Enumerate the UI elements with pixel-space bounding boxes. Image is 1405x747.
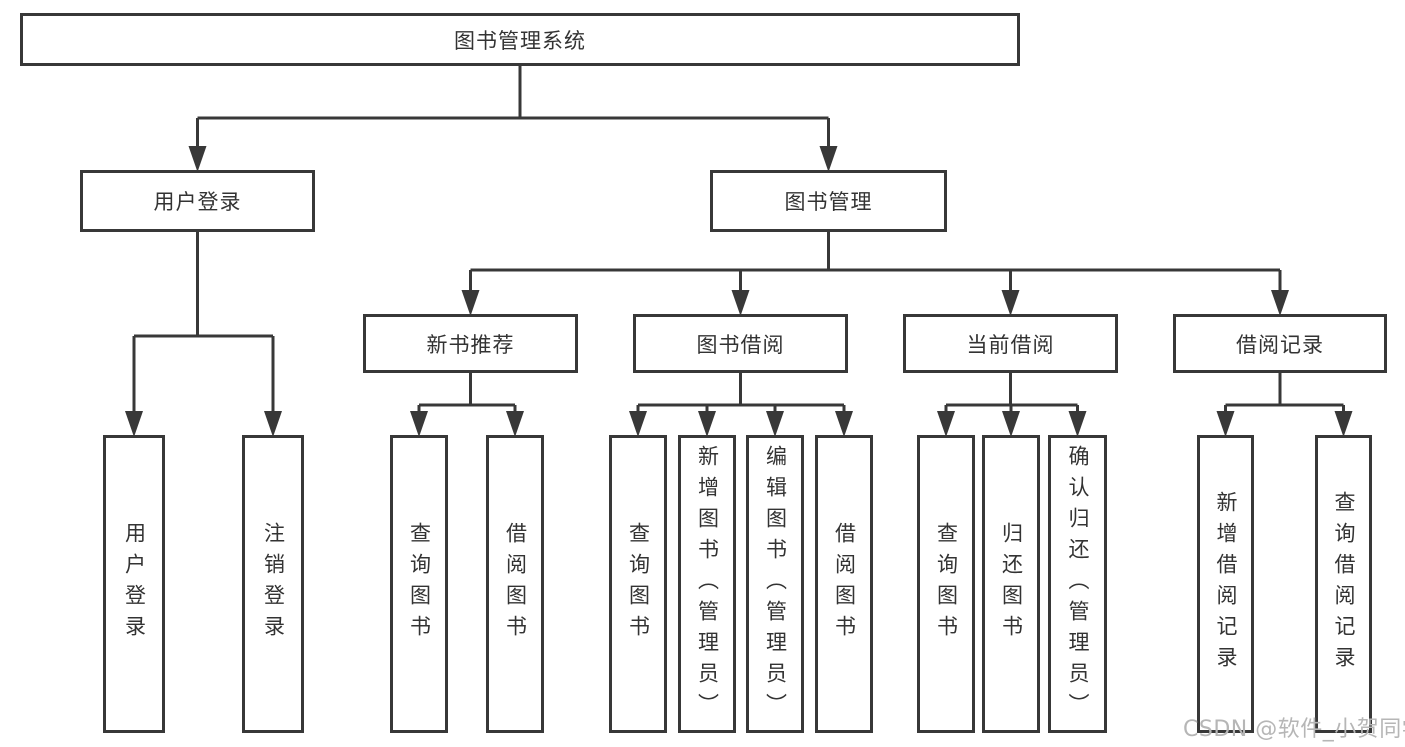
- node-book-management-label: 图书管理: [784, 190, 873, 214]
- leaf-user-login-label: 用户登录: [122, 522, 147, 646]
- leaf-borrow-books-recommend-label: 借阅图书: [503, 522, 528, 646]
- leaf-query-borrow-record-label: 查询借阅记录: [1332, 491, 1356, 677]
- leaf-logout: 注销登录: [242, 435, 304, 733]
- node-root-label: 图书管理系统: [454, 28, 586, 53]
- leaf-query-books-borrow-label: 查询图书: [626, 522, 651, 646]
- leaf-add-book-admin: 新增图书（管理员）: [678, 435, 736, 733]
- watermark: CSDN @软件_小贺同学: [1183, 717, 1405, 742]
- leaf-query-books-recommend: 查询图书: [390, 435, 448, 733]
- leaf-borrow-books-borrow: 借阅图书: [815, 435, 873, 733]
- node-new-book-recommend: 新书推荐: [363, 314, 578, 373]
- leaf-query-books-current-label: 查询图书: [934, 522, 959, 646]
- leaf-add-book-admin-label: 新增图书（管理员）: [695, 444, 720, 724]
- node-book-borrow-label: 图书借阅: [696, 332, 785, 357]
- leaf-query-borrow-record: 查询借阅记录: [1315, 435, 1372, 733]
- leaf-logout-label: 注销登录: [261, 522, 286, 646]
- leaf-add-borrow-record-label: 新增借阅记录: [1214, 491, 1238, 677]
- leaf-add-borrow-record: 新增借阅记录: [1197, 435, 1254, 733]
- leaf-edit-book-admin: 编辑图书（管理员）: [746, 435, 804, 733]
- leaf-confirm-return-admin: 确认归还（管理员）: [1048, 435, 1107, 733]
- node-current-borrow-label: 当前借阅: [966, 332, 1055, 357]
- leaf-user-login: 用户登录: [103, 435, 165, 733]
- node-book-borrow: 图书借阅: [633, 314, 848, 373]
- node-new-book-recommend-label: 新书推荐: [426, 332, 515, 357]
- leaf-confirm-return-admin-label: 确认归还（管理员）: [1066, 444, 1090, 724]
- leaf-return-books-label: 归还图书: [999, 522, 1024, 646]
- leaf-return-books: 归还图书: [982, 435, 1040, 733]
- node-user-login: 用户登录: [80, 170, 315, 232]
- leaf-query-books-borrow: 查询图书: [609, 435, 667, 733]
- node-book-management: 图书管理: [710, 170, 947, 232]
- node-borrow-records-label: 借阅记录: [1236, 332, 1324, 357]
- node-borrow-records: 借阅记录: [1173, 314, 1387, 373]
- leaf-query-books-current: 查询图书: [917, 435, 975, 733]
- leaf-query-books-recommend-label: 查询图书: [407, 522, 432, 646]
- leaf-borrow-books-recommend: 借阅图书: [486, 435, 544, 733]
- leaf-edit-book-admin-label: 编辑图书（管理员）: [763, 444, 788, 724]
- node-user-login-label: 用户登录: [153, 190, 242, 214]
- node-current-borrow: 当前借阅: [903, 314, 1118, 373]
- node-root: 图书管理系统: [20, 13, 1020, 66]
- leaf-borrow-books-borrow-label: 借阅图书: [832, 522, 857, 646]
